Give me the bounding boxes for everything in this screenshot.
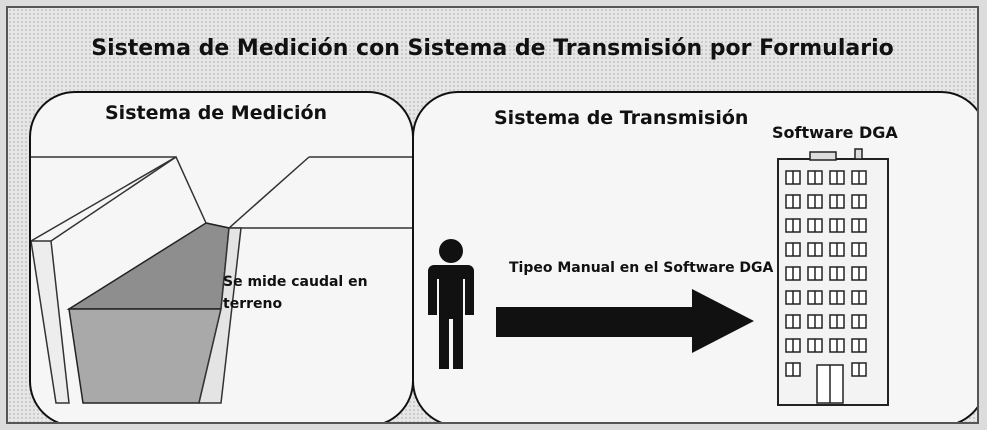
transmission-panel-title: Sistema de Transmisión [494,107,749,129]
office-building-icon [777,148,889,406]
transmission-panel: Sistema de Transmisión Tipeo Manual en e… [412,91,977,422]
diagram-title: Sistema de Medición con Sistema de Trans… [91,36,894,61]
diagram-frame: Sistema de Medición con Sistema de Trans… [6,6,979,424]
measurement-panel-title: Sistema de Medición [105,102,328,124]
arrow-right-icon [496,289,754,353]
measurement-panel: Sistema de Medición Se mide caudal en te… [29,91,414,422]
measurement-caption: Se mide caudal en terreno [223,274,368,312]
person-icon [428,239,474,369]
building-label: Software DGA [772,123,898,142]
channel-cross-section-icon [31,155,412,404]
arrow-caption: Tipeo Manual en el Software DGA [509,260,774,276]
